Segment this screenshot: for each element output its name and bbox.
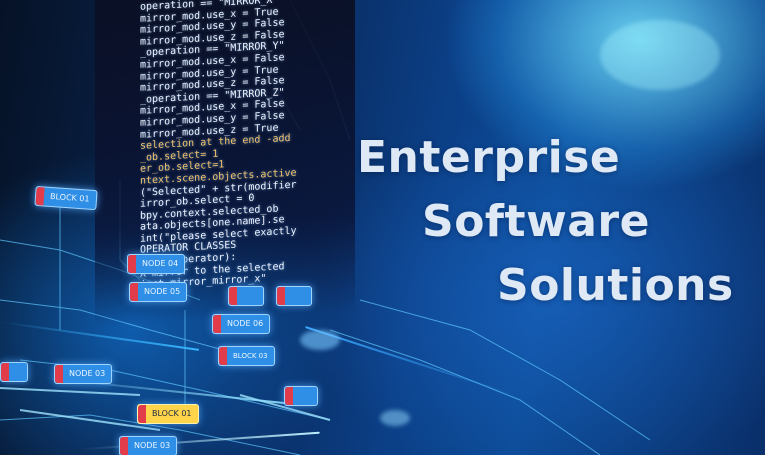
- node-chip-blank: [0, 362, 28, 382]
- bokeh-light: [600, 20, 720, 90]
- headline-line-1: Enterprise: [357, 132, 621, 183]
- node-chip: NODE 03: [119, 436, 178, 455]
- node-chip: NODE 05: [129, 282, 188, 302]
- node-chip: BLOCK 01: [34, 185, 98, 211]
- node-chip-blank: [228, 286, 264, 306]
- node-chip: NODE 06: [212, 314, 271, 334]
- node-chip-blank: [276, 286, 312, 306]
- node-chip: BLOCK 03: [218, 346, 275, 366]
- node-chip: NODE 04: [127, 254, 186, 274]
- node-chip-blank: [284, 386, 318, 406]
- node-chip: BLOCK 01: [137, 404, 199, 424]
- bokeh-light: [380, 410, 410, 426]
- headline-line-2: Software: [422, 196, 650, 247]
- node-chip: NODE 03: [54, 364, 113, 384]
- headline-line-3: Solutions: [497, 260, 734, 311]
- bokeh-light: [300, 330, 340, 350]
